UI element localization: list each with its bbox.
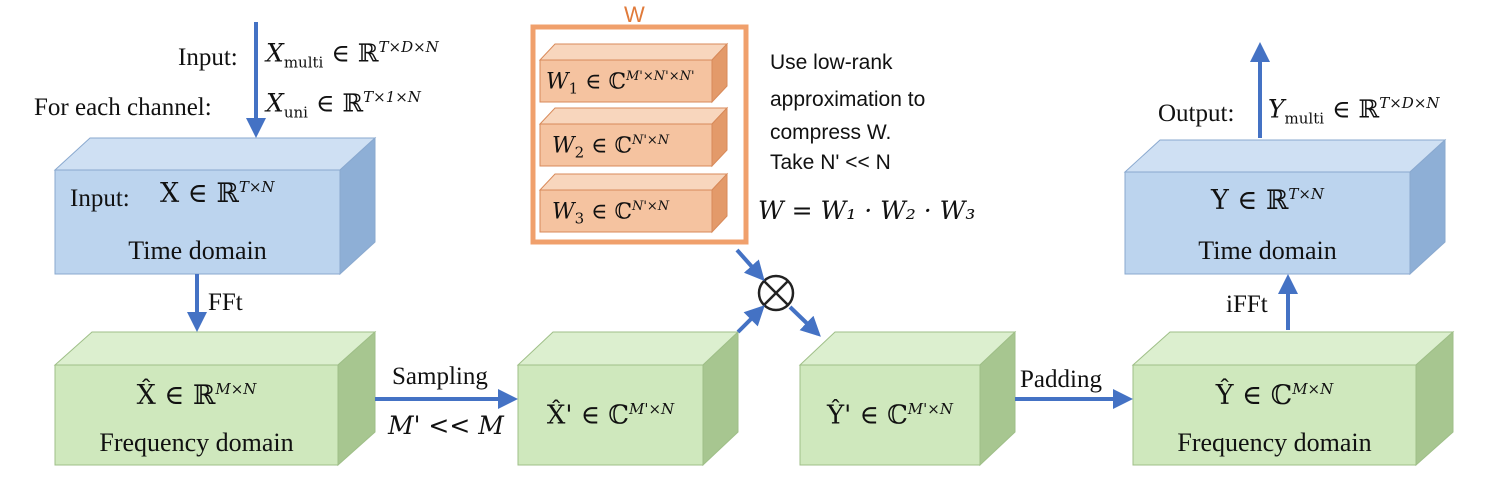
sampling-condition-text: M' << M <box>388 411 504 440</box>
freq-input-box <box>53 330 377 467</box>
output-set: ∈ ℝ <box>1331 94 1380 124</box>
w2-slab <box>538 106 729 168</box>
input-uni-formula: Xuni ∈ ℝT×1×N <box>266 90 421 120</box>
result-math: Ŷ' ∈ ℂ <box>827 400 908 431</box>
time-input-box <box>53 136 377 276</box>
w1-sup: M'×N'×N' <box>625 69 695 84</box>
sampled-math: X̂' ∈ ℂ <box>546 400 629 431</box>
input-multi-label: Input: <box>178 44 238 71</box>
w3-var: W <box>552 199 575 225</box>
arrow-weights-to-multiply <box>735 248 765 281</box>
time-input-domain: Time domain <box>128 236 267 265</box>
sampled-sup: M'×N <box>628 400 675 418</box>
input-multi-formula: Xmulti ∈ ℝT×D×N <box>266 40 439 70</box>
output-label: Output: <box>1158 100 1235 127</box>
freq-output-math: Ŷ ∈ ℂ <box>1215 380 1293 411</box>
freq-input-math: X̂ ∈ ℝ <box>136 380 216 411</box>
time-input-sup: T×N <box>238 178 275 196</box>
input-uni-sup: T×1×N <box>363 88 421 106</box>
note-line-2: approximation to <box>770 88 926 111</box>
w2-set: ∈ ℂ <box>591 133 632 159</box>
note-line-4: Take N' << N <box>770 151 891 174</box>
arrow-sampled-to-multiply <box>736 305 765 334</box>
output-sub: multi <box>1284 109 1325 128</box>
w2-sub: 2 <box>574 143 585 162</box>
sampled-formula: X̂' ∈ ℂM'×N <box>518 400 703 431</box>
input-uni-set: ∈ ℝ <box>315 88 364 118</box>
time-output-formula: Y ∈ ℝT×N <box>1125 185 1410 216</box>
time-output-math: Y ∈ ℝ <box>1210 185 1289 216</box>
time-output-box <box>1123 138 1447 276</box>
result-formula: Ŷ' ∈ ℂM'×N <box>800 400 980 431</box>
input-uni-var: X <box>266 88 284 118</box>
result-box <box>798 330 1017 467</box>
sampling-label: Sampling <box>392 363 488 390</box>
w1-set: ∈ ℂ <box>585 69 626 95</box>
w3-sub: 3 <box>574 209 585 228</box>
result-sup: M'×N <box>907 400 953 418</box>
weights-product: W = W₁ · W₂ · W₃ <box>758 196 976 225</box>
time-input-label: Input: <box>70 185 130 212</box>
arrow-multiply-to-result <box>788 305 821 337</box>
time-output-sup: T×N <box>1288 185 1325 203</box>
w2-var: W <box>552 133 575 159</box>
input-multi-sub: multi <box>283 53 324 72</box>
freq-input-formula: X̂ ∈ ℝM×N <box>55 380 338 411</box>
output-var: Y <box>1268 94 1285 124</box>
w1-sub: 1 <box>568 79 579 98</box>
sampled-box <box>516 330 740 467</box>
w1-var: W <box>546 69 569 95</box>
input-multi-set: ∈ ℝ <box>331 38 379 68</box>
output-formula: Ymulti ∈ ℝT×D×N <box>1268 96 1440 126</box>
time-input-math: X ∈ ℝ <box>160 178 239 209</box>
freq-input-domain: Frequency domain <box>99 428 294 457</box>
time-output-domain: Time domain <box>1198 236 1337 265</box>
weights-title: W <box>624 2 645 27</box>
freq-input-sup: M×N <box>215 380 257 398</box>
w2-sup: N'×N <box>631 133 670 148</box>
input-multi-var: X <box>266 38 284 68</box>
freq-output-domain: Frequency domain <box>1177 428 1372 457</box>
w3-slab <box>538 172 729 234</box>
input-multi-sup: T×D×N <box>378 38 439 56</box>
time-input-formula: X ∈ ℝT×N <box>160 178 275 209</box>
freq-output-sup: M×N <box>1292 380 1334 398</box>
w3-formula: W3 ∈ ℂN'×N <box>552 200 669 227</box>
multiply-node <box>757 274 795 312</box>
input-uni-label: For each channel: <box>34 94 212 121</box>
w3-set: ∈ ℂ <box>591 199 632 225</box>
ifft-label: iFFt <box>1226 291 1268 318</box>
note-line-1: Use low-rank <box>770 51 893 74</box>
freq-output-formula: Ŷ ∈ ℂM×N <box>1133 380 1416 411</box>
w1-formula: W1 ∈ ℂM'×N'×N' <box>546 70 695 97</box>
input-uni-sub: uni <box>283 103 308 122</box>
w2-formula: W2 ∈ ℂN'×N <box>552 134 669 161</box>
sampling-condition: M' << M <box>388 413 504 438</box>
fft-label: FFt <box>208 289 243 316</box>
freq-output-box <box>1131 330 1455 467</box>
w1-slab <box>538 42 729 104</box>
note-line-3: compress W. <box>770 121 892 144</box>
w3-sup: N'×N <box>631 199 670 214</box>
padding-label: Padding <box>1020 366 1102 393</box>
output-sup: T×D×N <box>1379 94 1440 112</box>
